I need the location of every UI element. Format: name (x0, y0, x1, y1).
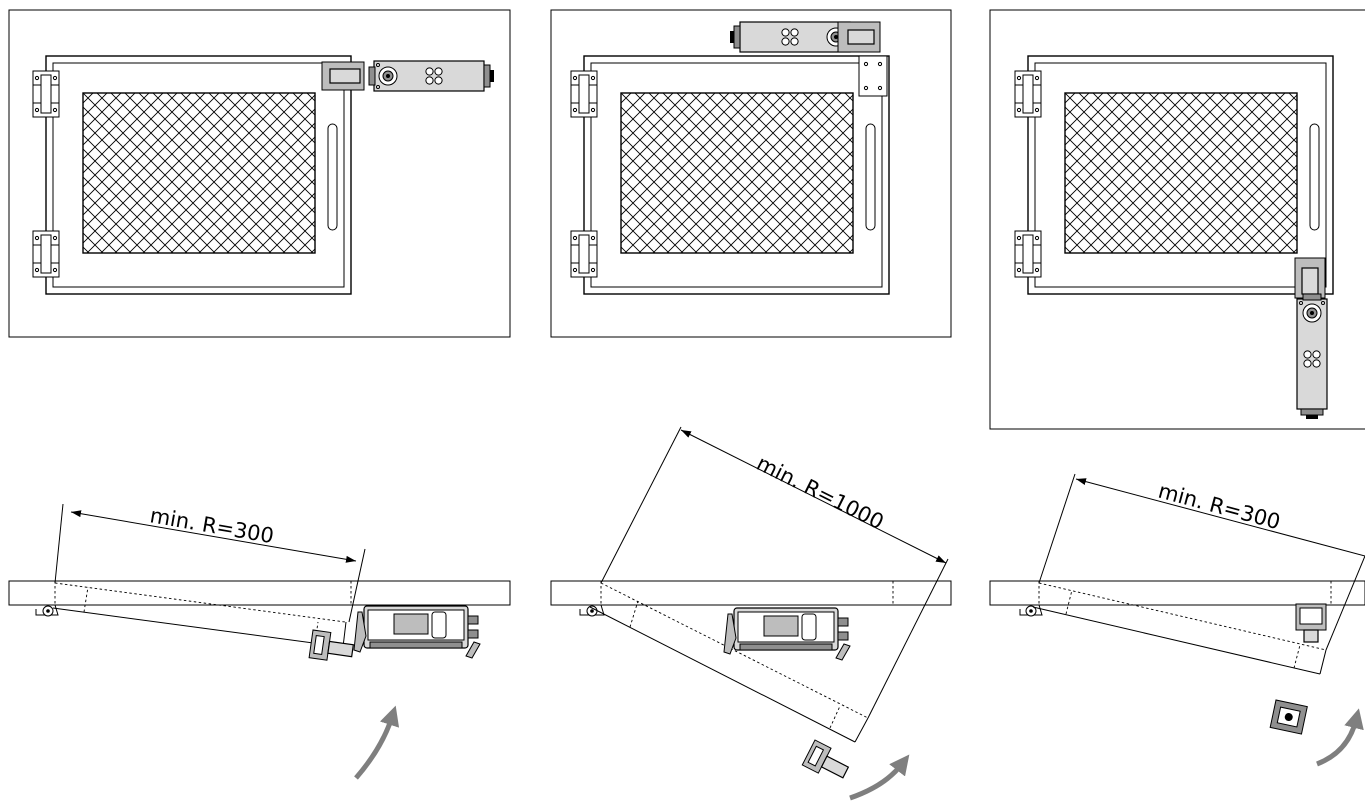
rotation-arrow-icon (849, 754, 910, 801)
rotation-arrow-icon (354, 705, 400, 780)
bottom-panel-center: min. R=1000 (550, 426, 952, 801)
actuator-icon (321, 61, 365, 91)
safety-switch-icon (1296, 293, 1328, 420)
top-panel-center (550, 9, 952, 338)
safety-switch-icon (353, 605, 481, 659)
actuator-icon (837, 21, 888, 97)
radius-label: min. R=300 (148, 503, 275, 548)
safety-switch-icon (729, 21, 856, 53)
safety-switch-icon (723, 607, 851, 661)
top-panel-left (8, 9, 511, 338)
safety-switch-icon (368, 60, 495, 92)
radius-label: min. R=300 (1156, 479, 1283, 535)
hinge-icon (42, 605, 54, 617)
mesh-panel-icon (33, 56, 351, 294)
actuator-icon (801, 739, 854, 785)
radius-label: min. R=1000 (753, 451, 888, 534)
safety-switch-icon (1269, 699, 1308, 735)
mesh-panel-icon (1015, 56, 1333, 294)
actuator-icon (1295, 603, 1327, 643)
top-panel-right (989, 9, 1365, 430)
actuator-icon (1294, 257, 1326, 299)
hinge-icon (1025, 605, 1037, 617)
mesh-panel-icon (571, 56, 889, 294)
bottom-panel-right: min. R=300 (989, 473, 1365, 767)
bottom-panel-left: min. R=300 (8, 503, 511, 780)
rotation-arrow-icon (1316, 708, 1364, 767)
actuator-icon (308, 629, 356, 665)
